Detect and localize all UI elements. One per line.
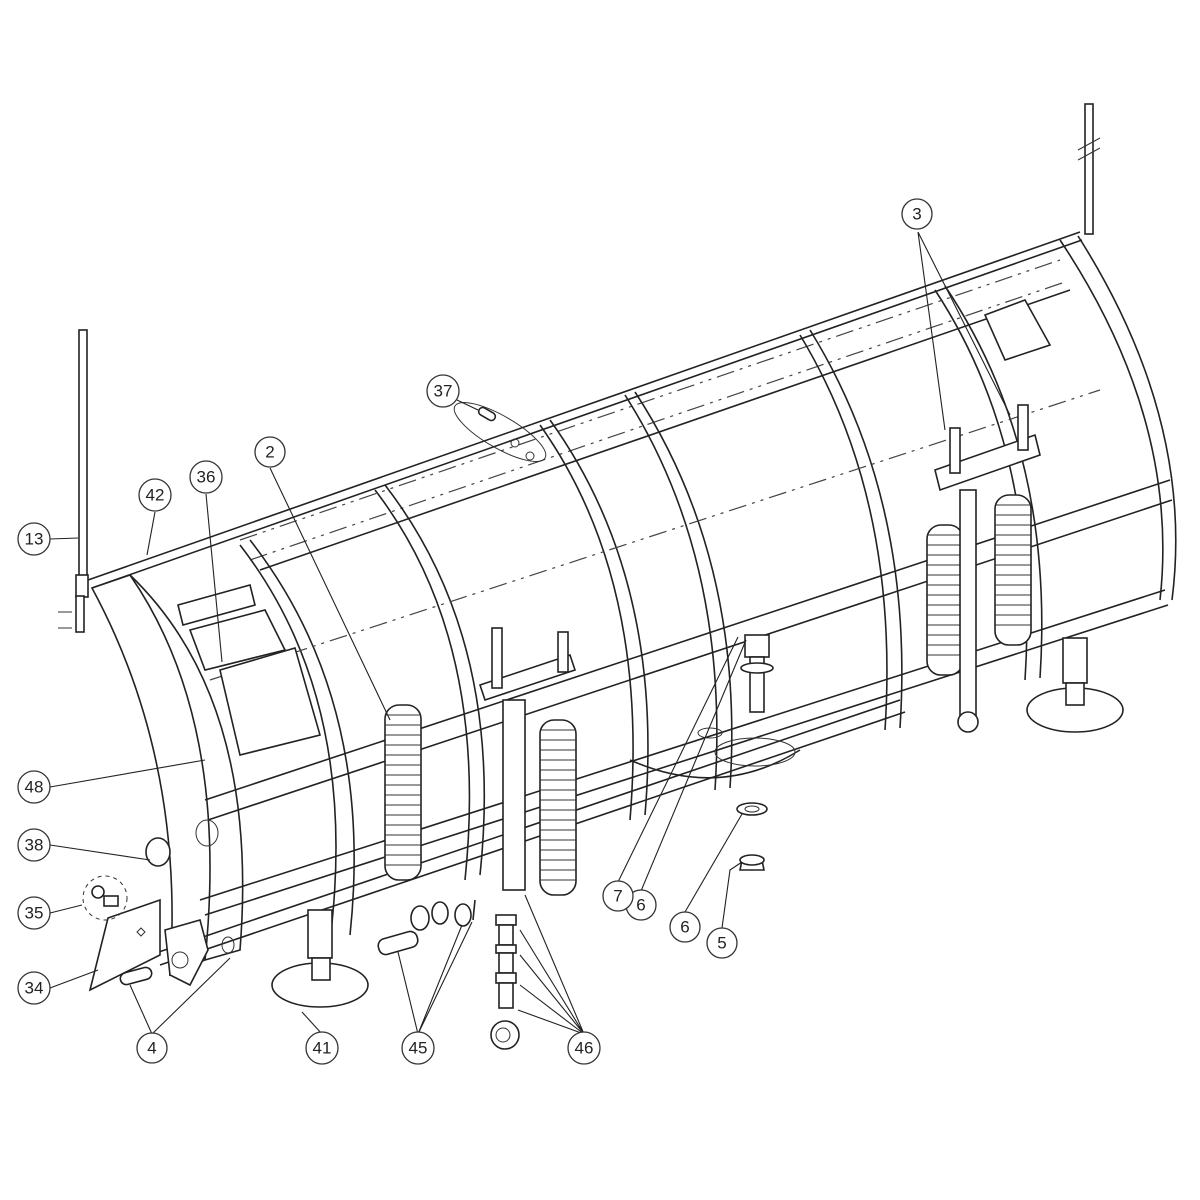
callout-45: 45 xyxy=(401,1031,435,1065)
pin-hardware-45 xyxy=(377,899,476,956)
svg-text:13: 13 xyxy=(25,530,44,549)
springs xyxy=(384,494,1032,896)
callout-35: 35 xyxy=(17,896,51,930)
marker-rod-right xyxy=(1077,103,1101,235)
skid-shoe-left xyxy=(271,909,369,1008)
callout-34: 34 xyxy=(17,971,51,1005)
svg-text:2: 2 xyxy=(265,443,274,462)
svg-text:36: 36 xyxy=(197,468,216,487)
svg-text:35: 35 xyxy=(25,904,44,923)
svg-text:37: 37 xyxy=(434,382,453,401)
svg-text:6: 6 xyxy=(680,918,689,937)
callout-leaders xyxy=(49,231,1011,1035)
svg-text:3: 3 xyxy=(912,205,921,224)
callout-46: 46 xyxy=(567,1031,601,1065)
callout-3: 3 xyxy=(901,198,933,230)
callout-2: 2 xyxy=(254,436,286,468)
callout-36: 36 xyxy=(189,460,223,494)
cutting-edge-plate-34 xyxy=(88,898,235,992)
callout-42: 42 xyxy=(138,478,172,512)
slot-bracket-37 xyxy=(453,402,547,462)
svg-text:46: 46 xyxy=(575,1039,594,1058)
spring-1 xyxy=(384,704,422,881)
svg-text:45: 45 xyxy=(409,1039,428,1058)
callout-4: 4 xyxy=(136,1032,168,1064)
svg-text:38: 38 xyxy=(25,836,44,855)
svg-text:7: 7 xyxy=(613,887,622,906)
pivot-bolt xyxy=(740,634,774,713)
bolt-group-35 xyxy=(82,875,128,921)
svg-text:5: 5 xyxy=(717,934,726,953)
svg-text:4: 4 xyxy=(147,1039,156,1058)
callout-41: 41 xyxy=(305,1031,339,1065)
callout-6b: 6 xyxy=(669,911,701,943)
callout-5: 5 xyxy=(706,927,738,959)
svg-text:48: 48 xyxy=(25,778,44,797)
decal-panels xyxy=(177,299,1052,756)
callout-7: 7 xyxy=(602,880,634,912)
loose-washer-nut xyxy=(736,802,768,871)
callout-13: 13 xyxy=(17,522,51,556)
spring-2 xyxy=(539,719,577,896)
blade-top-edge xyxy=(87,231,1083,589)
callout-37: 37 xyxy=(426,374,460,408)
spring-3 xyxy=(926,524,964,676)
spring-4 xyxy=(994,494,1032,646)
spring-bracket-center xyxy=(478,627,577,1050)
svg-text:34: 34 xyxy=(25,979,44,998)
spring-bracket-right xyxy=(934,404,1041,733)
svg-text:42: 42 xyxy=(146,486,165,505)
svg-text:6: 6 xyxy=(636,896,645,915)
callout-48: 48 xyxy=(17,770,51,804)
marker-rod-left xyxy=(58,329,89,633)
callout-38: 38 xyxy=(17,828,51,862)
skid-shoe-right xyxy=(1026,637,1124,733)
plug-38 xyxy=(145,819,219,867)
svg-text:41: 41 xyxy=(313,1039,332,1058)
